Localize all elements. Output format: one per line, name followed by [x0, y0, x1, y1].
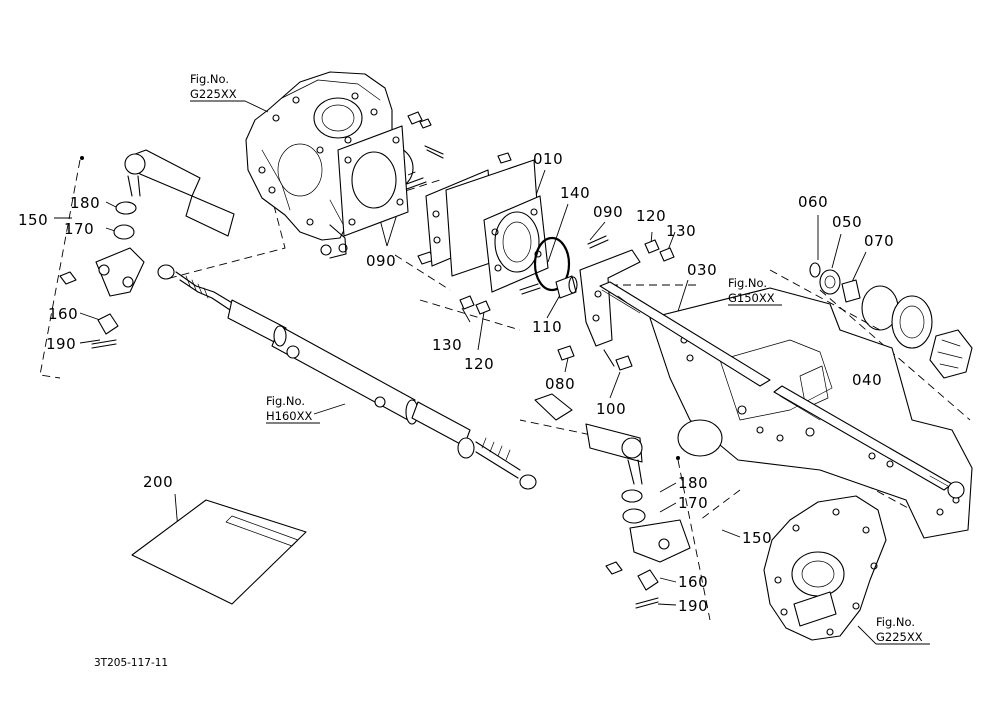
drawing-code: 3T205-117-11 [94, 657, 168, 669]
part-number-010: 010 [533, 150, 563, 168]
part-number-170: 170 [678, 494, 708, 512]
part-number-160: 160 [678, 573, 708, 591]
part-number-080: 080 [545, 375, 575, 393]
dot-marker [676, 456, 680, 460]
part-number-140: 140 [560, 184, 590, 202]
fig-ref-label: Fig.No. [190, 72, 229, 86]
fig-ref-label: Fig.No. [728, 276, 767, 290]
part-number-190: 190 [46, 335, 76, 353]
part-number-200: 200 [143, 473, 173, 491]
o-ring [533, 236, 571, 292]
gasket-plate [337, 125, 409, 237]
part-number-070: 070 [864, 232, 894, 250]
axle-shafts [599, 281, 965, 499]
tie-rod-assembly [157, 264, 537, 490]
part-number-110: 110 [532, 318, 562, 336]
dot-marker [80, 156, 84, 160]
figure-references: Fig.No. G225XX Fig.No. G150XX Fig.No. H1… [190, 72, 930, 645]
fig-ref-label: Fig.No. [876, 615, 915, 629]
part-number-090: 090 [593, 203, 623, 221]
part-number-120: 120 [464, 355, 494, 373]
part-number-040: 040 [852, 371, 882, 389]
part-number-150: 150 [18, 211, 48, 229]
transmission-case-bottom [763, 495, 887, 641]
tie-rod-end-left [59, 149, 235, 349]
part-number-060: 060 [798, 193, 828, 211]
differential-gear-parts [809, 262, 973, 379]
fig-ref-label: Fig.No. [266, 394, 305, 408]
part-number-170: 170 [64, 220, 94, 238]
part-number-130: 130 [666, 222, 696, 240]
part-number-180: 180 [678, 474, 708, 492]
part-number-100: 100 [596, 400, 626, 418]
part-labels: 010 140 090 120 130 030 060 050 070 040 … [18, 150, 894, 615]
part-number-130: 130 [432, 336, 462, 354]
axle-housing-flange [425, 159, 549, 293]
knuckle-arm-bracket [579, 249, 641, 347]
fig-ref-g225-top: G225XX [190, 87, 237, 101]
part-number-050: 050 [832, 213, 862, 231]
part-number-180: 180 [70, 194, 100, 212]
part-number-160: 160 [48, 305, 78, 323]
part-number-150: 150 [742, 529, 772, 547]
part-number-030: 030 [687, 261, 717, 279]
manual-booklet [131, 499, 307, 605]
fig-ref-h160: H160XX [266, 409, 312, 423]
part-number-090: 090 [366, 252, 396, 270]
fig-ref-g225-bottom: G225XX [876, 630, 923, 644]
part-number-190: 190 [678, 597, 708, 615]
bush [555, 275, 578, 299]
fig-ref-g150: G150XX [728, 291, 775, 305]
part-number-120: 120 [636, 207, 666, 225]
tie-rod-end-right [534, 393, 691, 609]
small-fasteners [459, 235, 675, 371]
